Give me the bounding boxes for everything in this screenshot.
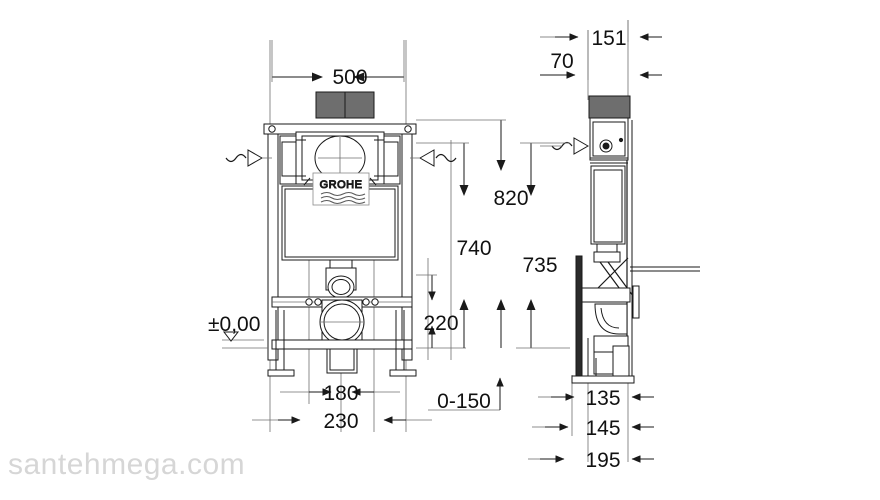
datum-label: ±0,00: [208, 313, 260, 336]
dim-label-220: 220: [423, 312, 458, 335]
front-view-geometry: GROHE: [222, 40, 466, 432]
site-watermark: santehmega.com: [8, 448, 246, 481]
dim-label-180: 180: [323, 382, 358, 405]
logo-text: GROHE: [320, 179, 363, 191]
dim-label-740: 740: [456, 237, 491, 260]
dim-label-70: 70: [550, 50, 573, 73]
dim-label-735: 735: [522, 254, 557, 277]
side-dimension-lines: [516, 20, 662, 463]
dim-label-0-150: 0-150: [437, 390, 491, 413]
dim-label-820: 820: [493, 187, 528, 210]
side-view-geometry: [540, 20, 700, 462]
dim-label-230: 230: [323, 410, 358, 433]
water-inlet-symbols: [225, 149, 457, 167]
dim-label-195: 195: [585, 449, 620, 472]
dim-label-135: 135: [585, 387, 620, 410]
dim-label-145: 145: [585, 417, 620, 440]
front-dimension-lines: [222, 40, 506, 424]
dim-label-151: 151: [591, 27, 626, 50]
dim-label-500: 500: [332, 66, 367, 89]
